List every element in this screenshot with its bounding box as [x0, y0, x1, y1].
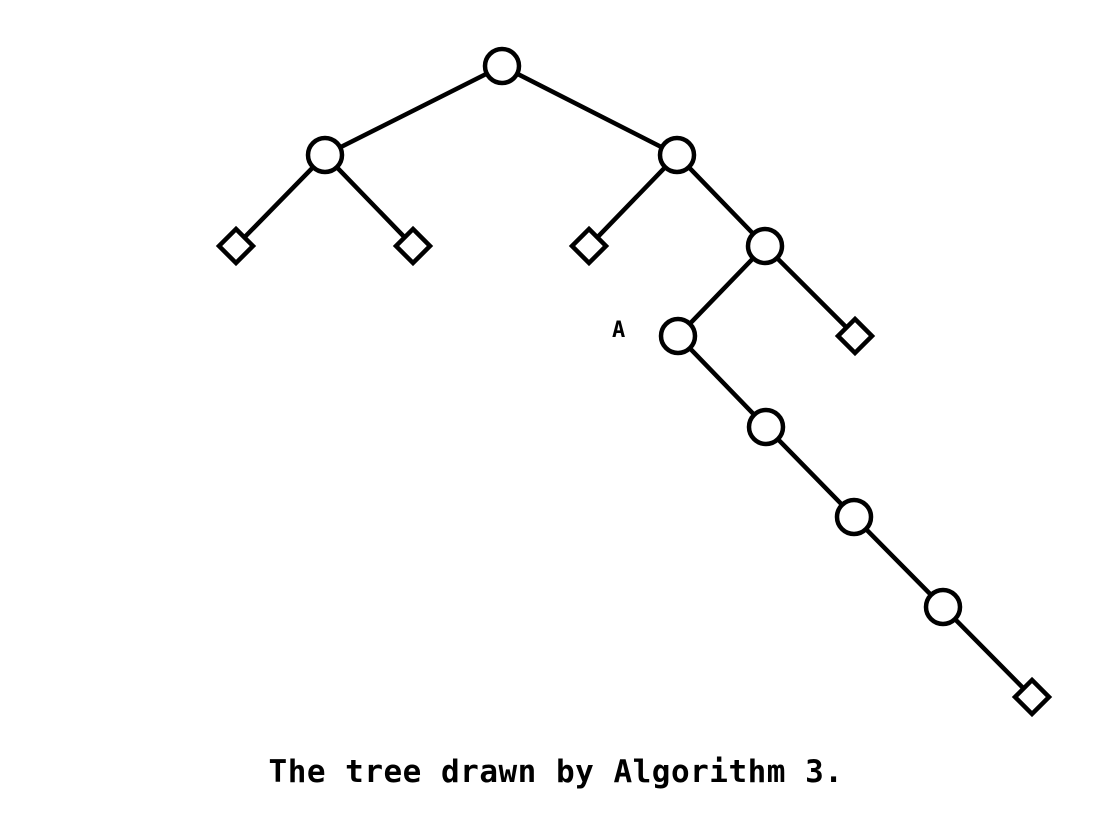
- tree-edge: [762, 243, 858, 339]
- tree-edge: [233, 152, 328, 249]
- tree-edge: [675, 243, 768, 339]
- tree-edge: [322, 63, 505, 158]
- internal-node-n-right: [657, 135, 697, 175]
- internal-node-node-A: [658, 316, 698, 356]
- internal-node-chain-2: [834, 497, 874, 537]
- leaf-node-leaf-3: [568, 225, 610, 267]
- internal-node-n-left: [305, 135, 345, 175]
- internal-node-n-right-right: [745, 226, 785, 266]
- node-label-A: A: [612, 318, 626, 343]
- tree-edge: [322, 152, 416, 249]
- internal-node-root: [482, 46, 522, 86]
- leaf-node-leaf-1: [215, 225, 257, 267]
- tree-edge: [674, 152, 768, 249]
- internal-node-chain-1: [746, 407, 786, 447]
- tree-edges: [233, 63, 1035, 700]
- leaf-node-leaf-2: [392, 225, 434, 267]
- tree-edge: [675, 333, 769, 430]
- leaf-node-leaf-4: [834, 315, 876, 357]
- tree-edge: [763, 424, 857, 520]
- tree-edge: [940, 604, 1035, 700]
- tree-edge: [499, 63, 680, 158]
- tree-edge: [586, 152, 680, 249]
- figure-caption: The tree drawn by Algorithm 3.: [268, 754, 844, 790]
- internal-node-chain-3: [923, 587, 963, 627]
- leaf-node-leaf-5: [1011, 676, 1053, 718]
- tree-edge: [851, 514, 946, 610]
- tree-nodes: [215, 46, 1053, 718]
